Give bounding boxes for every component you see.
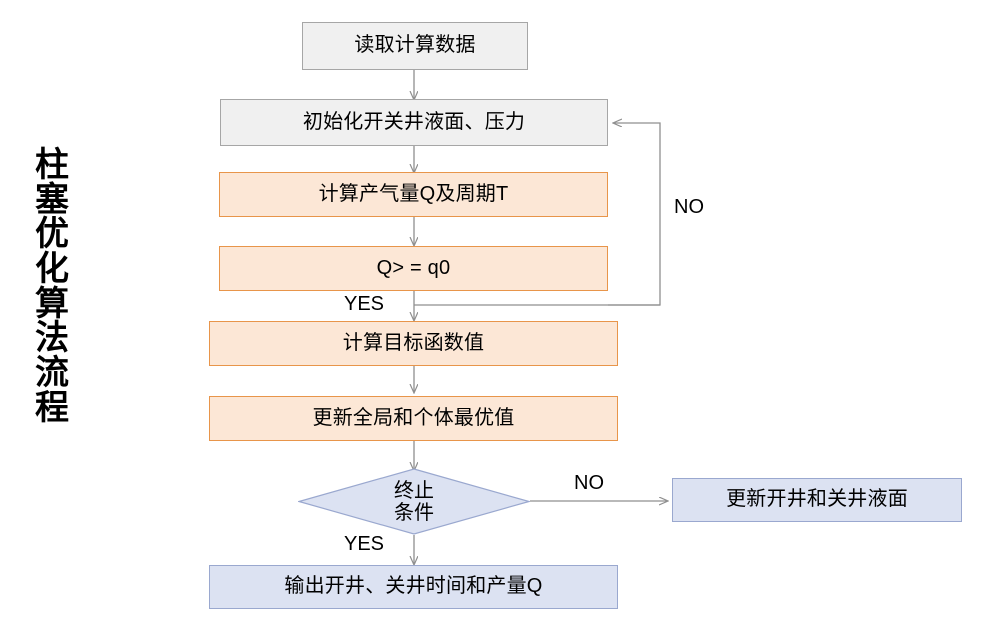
node-calc-objective[interactable]: 计算目标函数值 <box>209 321 618 366</box>
edge-label-stop-yes: YES <box>344 533 385 555</box>
node-stop-condition-line1: 终止 <box>394 479 434 502</box>
edge-compare-no-loop <box>608 123 661 306</box>
edge-label-compare-no: NO <box>674 196 704 218</box>
node-stop-condition-line2: 条件 <box>394 501 434 524</box>
node-init-label: 初始化开关井液面、压力 <box>302 110 526 133</box>
node-update-best[interactable]: 更新全局和个体最优值 <box>209 396 618 441</box>
node-stop-condition[interactable]: 终止 条件 <box>296 468 532 535</box>
side-title-char-4: 算 <box>35 284 69 323</box>
node-read-data[interactable]: 读取计算数据 <box>302 22 528 70</box>
node-calc-objective-label: 计算目标函数值 <box>342 331 485 354</box>
node-read-data-label: 读取计算数据 <box>354 34 476 57</box>
node-compare-q[interactable]: Q> = q0 <box>219 246 608 291</box>
side-title-char-1: 塞 <box>35 180 69 219</box>
node-update-best-label: 更新全局和个体最优值 <box>312 406 515 429</box>
node-output-label: 输出开井、关井时间和产量Q <box>284 575 543 598</box>
node-init[interactable]: 初始化开关井液面、压力 <box>220 99 608 146</box>
diamond-shape <box>296 468 532 535</box>
edge-label-compare-yes: YES <box>344 293 385 315</box>
node-update-levels[interactable]: 更新开井和关井液面 <box>672 478 962 522</box>
side-title-char-6: 流 <box>35 354 69 393</box>
node-calc-q-t[interactable]: 计算产气量Q及周期T <box>219 172 608 217</box>
side-title-char-2: 优 <box>35 215 69 254</box>
node-stop-condition-label: 终止 条件 <box>298 468 530 535</box>
edge-label-stop-no: NO <box>574 472 604 494</box>
node-output[interactable]: 输出开井、关井时间和产量Q <box>209 565 618 609</box>
side-title-char-3: 化 <box>35 250 69 289</box>
diagram-side-title: 柱 塞 优 化 算 法 流 程 <box>20 148 84 425</box>
node-calc-q-t-label: 计算产气量Q及周期T <box>318 182 509 205</box>
side-title-char-5: 法 <box>35 319 69 358</box>
node-update-levels-label: 更新开井和关井液面 <box>726 488 908 511</box>
side-title-char-7: 程 <box>35 388 69 427</box>
side-title-char-0: 柱 <box>35 146 69 184</box>
node-compare-q-label: Q> = q0 <box>376 256 451 279</box>
